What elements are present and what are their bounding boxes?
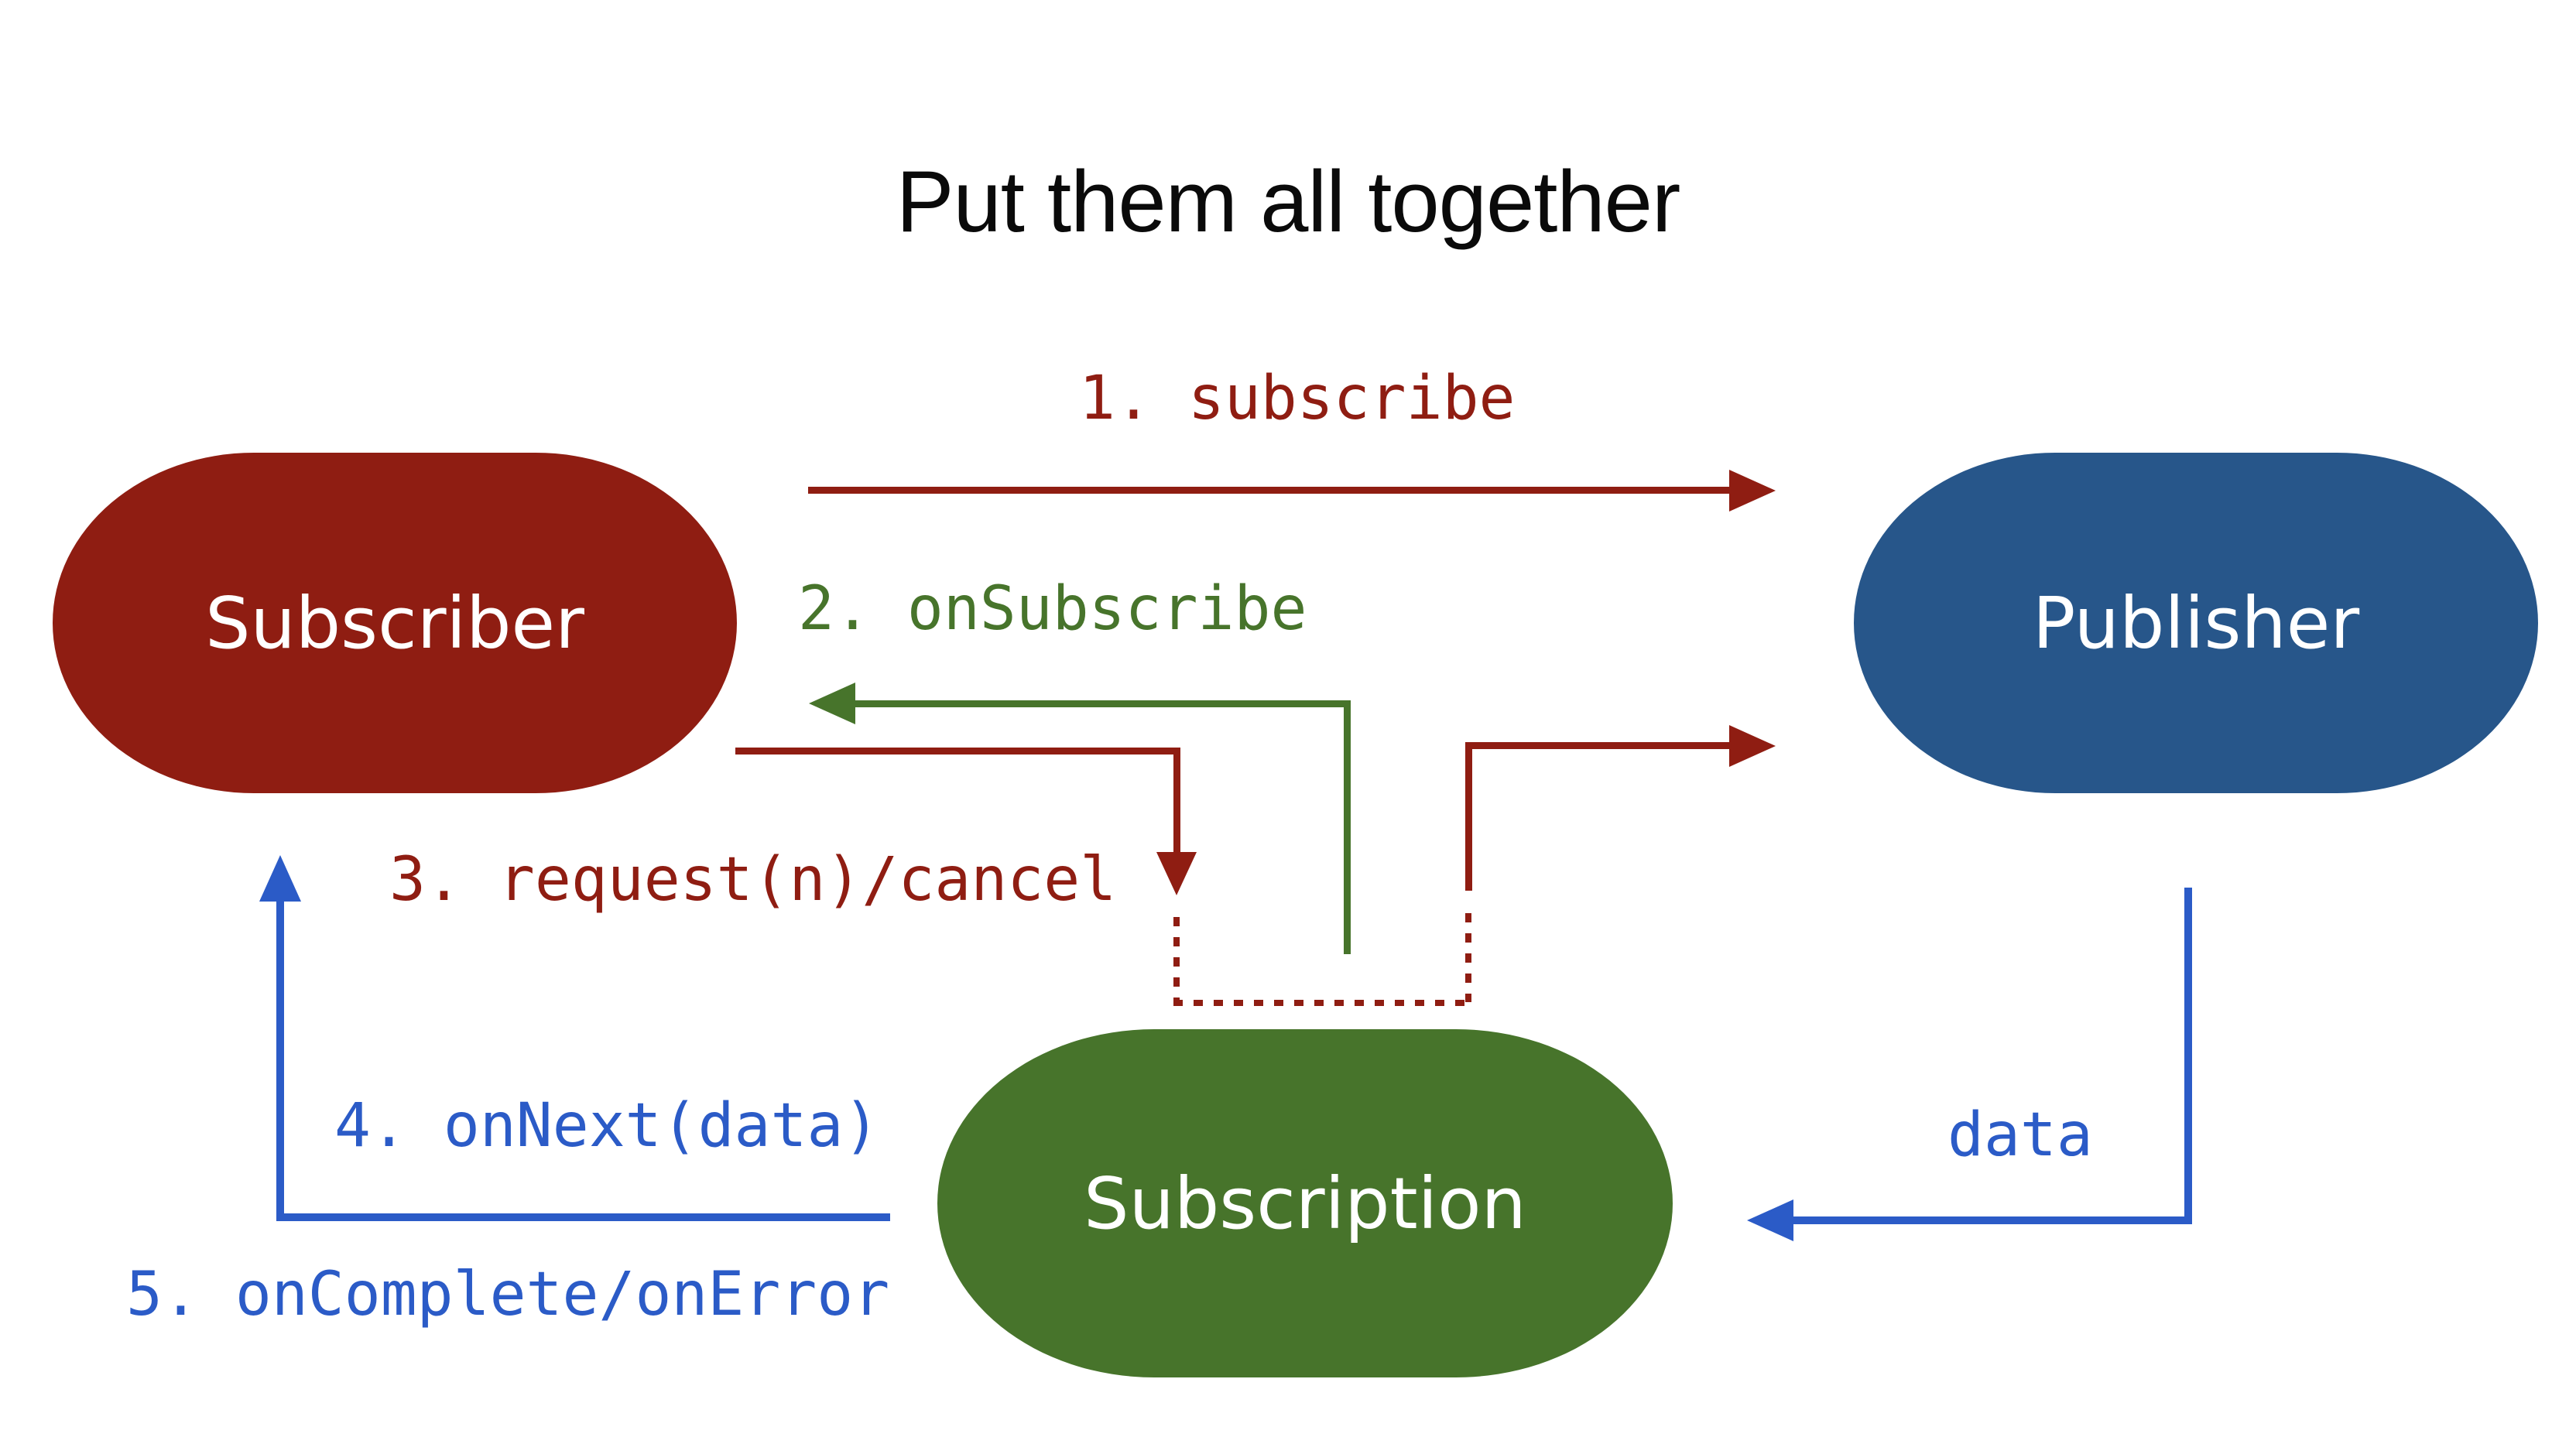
onnext-return-line-horizontal <box>276 1213 890 1221</box>
subscription-node-label: Subscription <box>1084 1162 1526 1245</box>
onnext-edge-label: 4. onNext(data) <box>334 1091 880 1161</box>
subscriber-node-label: Subscriber <box>205 581 584 665</box>
onnext-return-arrowhead-up-icon <box>259 855 301 902</box>
subscribe-edge-label: 1. subscribe <box>1079 364 1516 433</box>
subscribe-arrowhead-right-icon <box>1729 470 1776 512</box>
request-cancel-arrow-line-horizontal <box>735 748 1180 755</box>
data-edge-label: data <box>1947 1100 2093 1170</box>
subscriber-node: Subscriber <box>53 453 737 793</box>
diagram-title: Put them all together <box>896 153 1680 250</box>
data-arrowhead-left-icon <box>1747 1199 1793 1241</box>
oncomplete-onerror-edge-label: 5. onComplete/onError <box>126 1260 890 1329</box>
onsubscribe-arrow-line-horizontal <box>851 700 1351 707</box>
publisher-node: Publisher <box>1854 453 2538 793</box>
subscription-to-publisher-line-vertical <box>1465 742 1472 891</box>
request-cancel-edge-label: 3. request(n)/cancel <box>389 845 1117 915</box>
data-arrow-line-horizontal <box>1793 1216 2192 1224</box>
request-cancel-arrowhead-down-icon <box>1156 852 1197 895</box>
subscription-to-publisher-arrowhead-right-icon <box>1729 725 1776 767</box>
dotted-connector-left <box>1173 917 1180 1002</box>
request-cancel-arrow-line-vertical <box>1173 748 1180 856</box>
subscribe-arrow-line <box>808 487 1729 494</box>
onsubscribe-edge-label: 2. onSubscribe <box>798 574 1307 644</box>
subscription-to-publisher-line-horizontal <box>1465 742 1729 749</box>
subscription-node: Subscription <box>937 1029 1673 1377</box>
dotted-connector-bottom <box>1173 1000 1475 1006</box>
onsubscribe-arrow-line-vertical <box>1344 700 1351 954</box>
data-arrow-line-vertical <box>2184 888 2192 1224</box>
dotted-connector-right <box>1465 913 1471 1002</box>
onsubscribe-arrowhead-left-icon <box>809 683 855 724</box>
publisher-node-label: Publisher <box>2032 581 2360 665</box>
onnext-return-line-vertical <box>276 902 284 1221</box>
